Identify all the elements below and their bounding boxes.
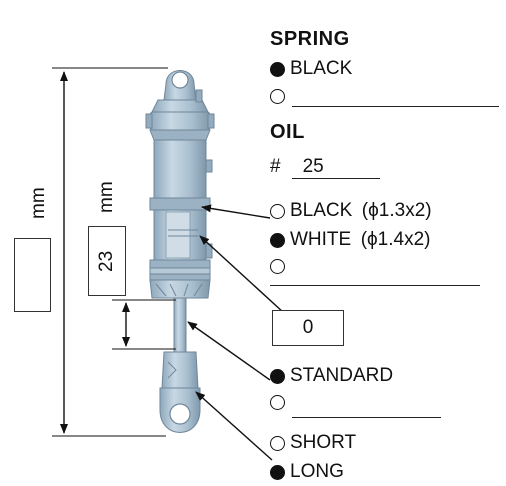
spring-option-black-label: BLACK [290,58,353,79]
shock-collar [149,259,211,299]
top-eyelet [163,70,197,101]
filled-circle-icon [270,232,285,248]
spring-heading: SPRING [270,28,350,50]
spacer-box[interactable]: 0 [272,310,344,346]
spring-blank-line [292,106,499,107]
oil-heading: OIL [270,121,305,143]
piston-blank-line [270,285,480,286]
shock-shaft [173,297,187,355]
body-length-value: 23 [96,250,117,272]
piston-option-black-label: BLACK (ϕ1.3x2) [290,200,432,221]
rodend-option-short-label: SHORT [290,432,357,453]
piston-option-black[interactable]: BLACK (ϕ1.3x2) [270,200,432,222]
spacer-value: 0 [302,317,314,338]
overall-length-value [15,239,50,311]
oil-prefix: # [270,156,281,177]
shaft-leader-arrow [187,321,271,381]
rod-end [159,351,201,433]
oil-blank-line [292,178,380,179]
shaft-option-blank[interactable] [270,395,290,410]
shaft-blank-line [292,417,441,418]
oil-weight-value[interactable]: 25 [302,156,324,177]
overall-length-unit: mm [28,187,49,219]
piston-option-white-label: WHITE (ϕ1.4x2) [290,229,431,250]
filled-circle-icon [270,61,285,77]
empty-circle-icon [270,395,285,410]
empty-circle-icon [270,203,285,219]
spring-option-blank[interactable] [270,89,290,104]
empty-circle-icon [270,259,285,274]
rodend-option-long[interactable]: LONG [270,461,344,483]
rodend-option-long-label: LONG [290,461,344,482]
spring-option-black[interactable]: BLACK [270,58,352,80]
spacer-leader-arrow [199,235,285,314]
empty-circle-icon [270,435,285,451]
filled-circle-icon [270,368,285,384]
piston-option-blank[interactable] [270,259,290,274]
body-length-box[interactable]: 23 [88,226,126,296]
shaft-option-standard-label: STANDARD [290,365,394,386]
piston-option-white[interactable]: WHITE (ϕ1.4x2) [270,229,431,251]
rodend-option-short[interactable]: SHORT [270,432,356,454]
rodend-leader-arrow [195,391,273,461]
overall-length-box[interactable] [14,238,51,312]
filled-circle-icon [270,464,285,480]
piston-leader-arrow [201,204,271,219]
oil-weight-row: # 25 [270,156,324,178]
shock-body [149,139,213,261]
shaft-option-standard[interactable]: STANDARD [270,365,393,387]
empty-circle-icon [270,89,285,104]
body-length-unit: mm [96,181,117,213]
